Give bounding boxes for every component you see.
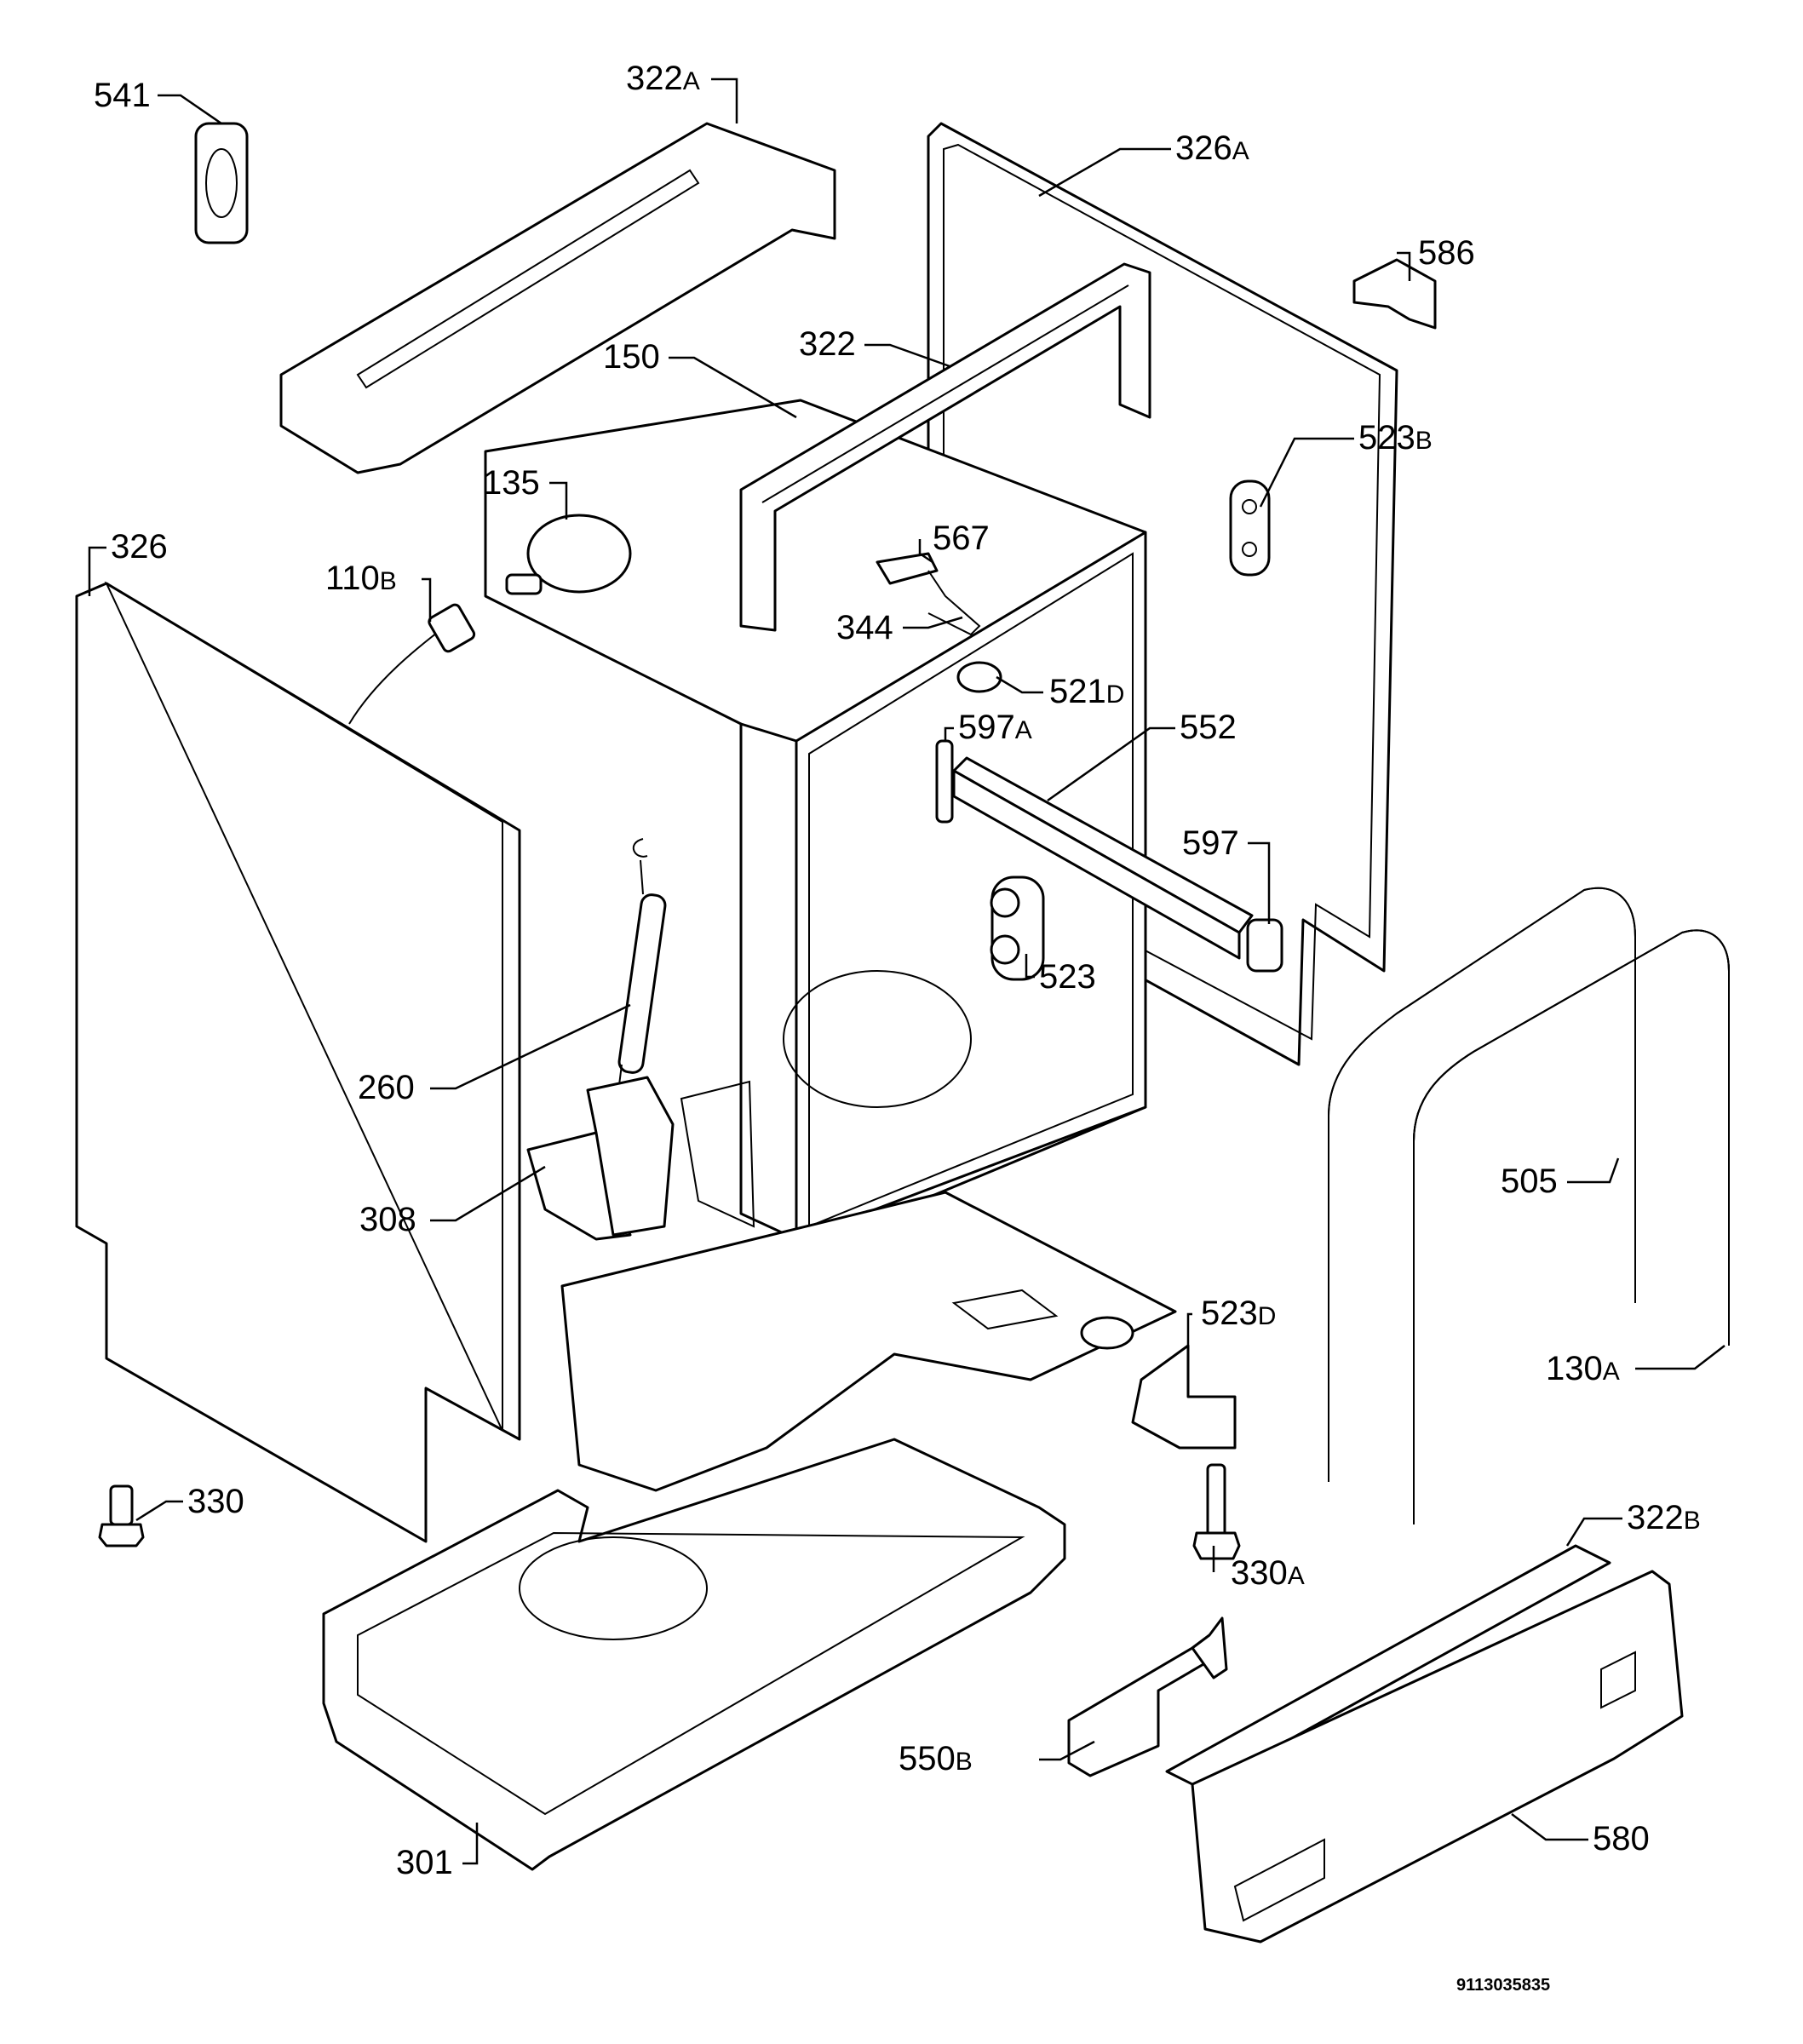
- part-foot-330a: [1192, 1463, 1241, 1560]
- part-clip-597a: [935, 739, 954, 824]
- part-hose-110b: [348, 603, 476, 725]
- part-clip-541: [194, 122, 249, 244]
- callout-597a: 597A: [958, 709, 1032, 746]
- part-seal-130a: [1413, 929, 1730, 1524]
- part-bracket-586: [1352, 258, 1437, 330]
- callout-135: 135: [483, 464, 540, 502]
- part-rail-552: [952, 756, 1254, 960]
- callout-110b: 110B: [325, 560, 397, 597]
- callout-550b: 550B: [899, 1740, 973, 1777]
- leader-lines: [88, 78, 1725, 1865]
- callout-521d: 521D: [1049, 673, 1124, 710]
- part-funnel-523d: [1131, 1344, 1237, 1450]
- part-clip-597: [1246, 918, 1283, 973]
- callout-523: 523: [1039, 958, 1096, 996]
- callout-260: 260: [358, 1069, 415, 1106]
- callout-326: 326: [111, 528, 168, 566]
- part-foot-330: [98, 1484, 145, 1547]
- part-hinge-308: [526, 1076, 675, 1241]
- part-float-135: [505, 514, 632, 595]
- callout-308: 308: [359, 1201, 416, 1238]
- part-grommet-523b: [1229, 479, 1271, 577]
- callout-586: 586: [1418, 234, 1475, 272]
- callout-344: 344: [836, 609, 893, 646]
- part-seal-505: [1328, 887, 1636, 1482]
- callout-322b: 322B: [1627, 1499, 1701, 1536]
- part-base-tray-301: [322, 1438, 1066, 1871]
- callout-130a: 130A: [1546, 1350, 1620, 1387]
- callout-322: 322: [799, 325, 856, 363]
- callout-541: 541: [94, 77, 151, 114]
- callout-labels: 541 322A 326A 586 150 322 523B 135 326 5…: [94, 60, 1701, 1995]
- part-grommet-523: [990, 876, 1045, 981]
- part-spring-260: [612, 838, 667, 1144]
- callout-597: 597: [1182, 824, 1239, 862]
- part-bracket-550b: [1067, 1616, 1228, 1777]
- callout-505: 505: [1501, 1163, 1558, 1200]
- part-base-frame: [560, 1191, 1177, 1492]
- callout-322a: 322A: [626, 60, 700, 97]
- callout-330a: 330A: [1231, 1554, 1305, 1592]
- part-side-panel-326: [75, 581, 521, 1543]
- callout-330: 330: [187, 1483, 244, 1520]
- part-top-frame-322: [739, 262, 1151, 632]
- callout-301: 301: [396, 1844, 453, 1881]
- part-tub-cabinet: [484, 399, 1147, 1245]
- callout-523d: 523D: [1201, 1295, 1276, 1332]
- part-kickplate-322b-580: [1165, 1544, 1684, 1944]
- part-ring-521d: [956, 661, 1002, 693]
- callout-326a: 326A: [1175, 129, 1249, 167]
- callout-150: 150: [603, 338, 660, 376]
- callout-523b: 523B: [1358, 419, 1433, 456]
- part-clip-567-344: [876, 552, 981, 636]
- callout-552: 552: [1180, 709, 1237, 746]
- callout-567: 567: [933, 520, 990, 557]
- part-top-rail-322a: [279, 122, 836, 474]
- document-number: 9113035835: [1456, 1976, 1550, 1995]
- callout-580: 580: [1593, 1820, 1650, 1857]
